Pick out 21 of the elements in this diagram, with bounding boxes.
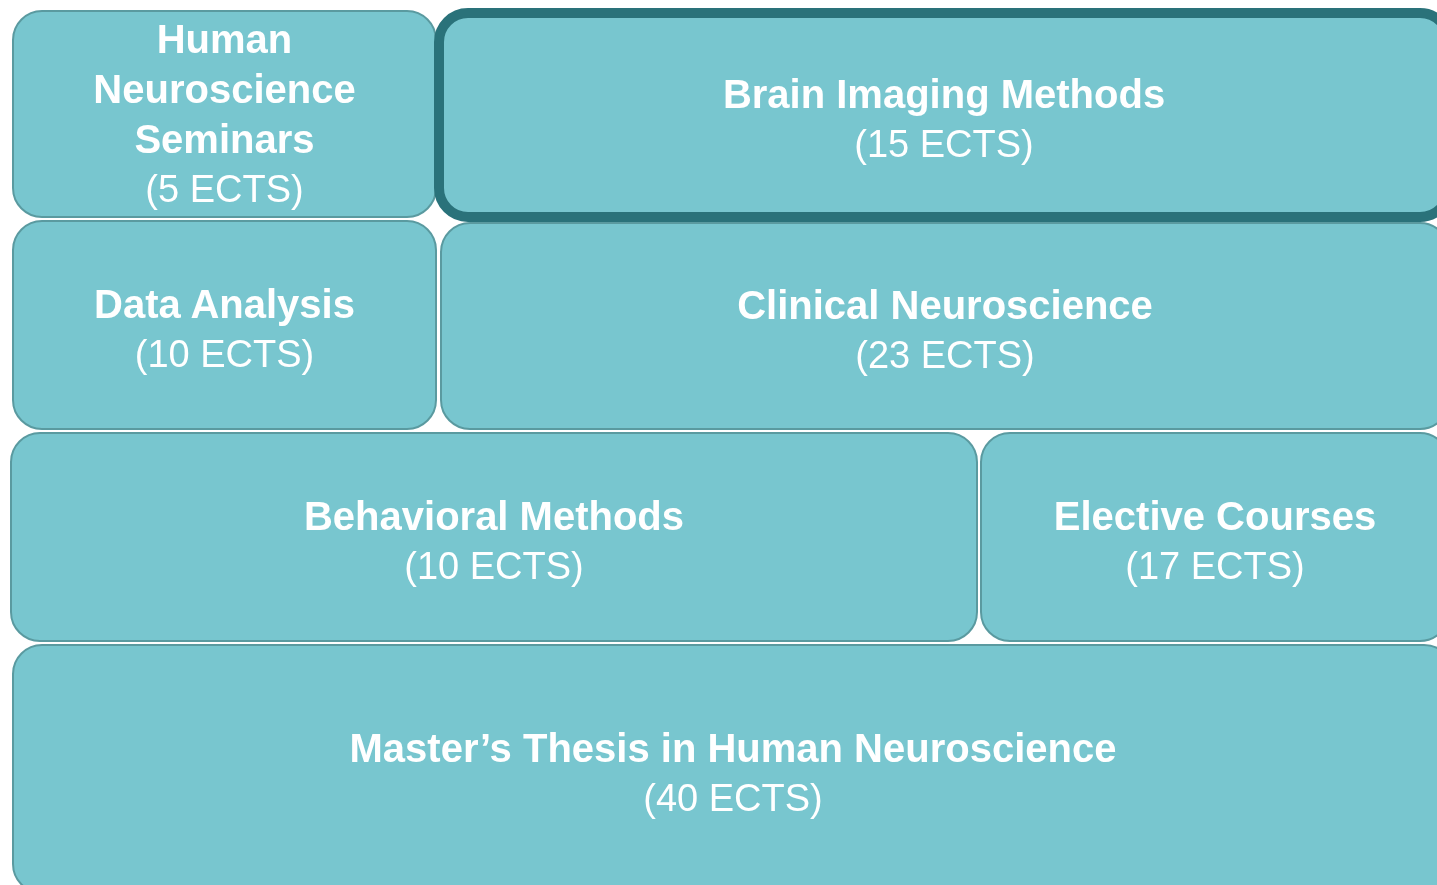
credit-label: (15 ECTS) [853, 122, 1035, 167]
course-box [10, 432, 978, 642]
credit-label: (23 ECTS) [854, 333, 1036, 378]
course-box [980, 432, 1437, 642]
course-title: Elective Courses [1052, 493, 1378, 540]
credit-label: (10 ECTS) [133, 332, 316, 377]
credit-label: (10 ECTS) [403, 544, 585, 589]
course-title: Human Neuroscience Seminars [92, 16, 357, 163]
course-box [12, 644, 1437, 885]
course-title: Behavioral Methods [302, 493, 686, 540]
course-box [12, 10, 437, 218]
course-box [12, 220, 437, 430]
course-box [440, 222, 1437, 430]
credit-label: (5 ECTS) [144, 167, 305, 212]
credit-label: (40 ECTS) [642, 776, 824, 821]
course-title: Data Analysis [93, 281, 356, 328]
credit-label: (17 ECTS) [1124, 544, 1306, 589]
course-title: Clinical Neuroscience [736, 282, 1154, 329]
course-box [434, 8, 1437, 222]
course-title: Brain Imaging Methods [721, 71, 1167, 118]
course-title: Master’s Thesis in Human Neuroscience [348, 725, 1118, 772]
